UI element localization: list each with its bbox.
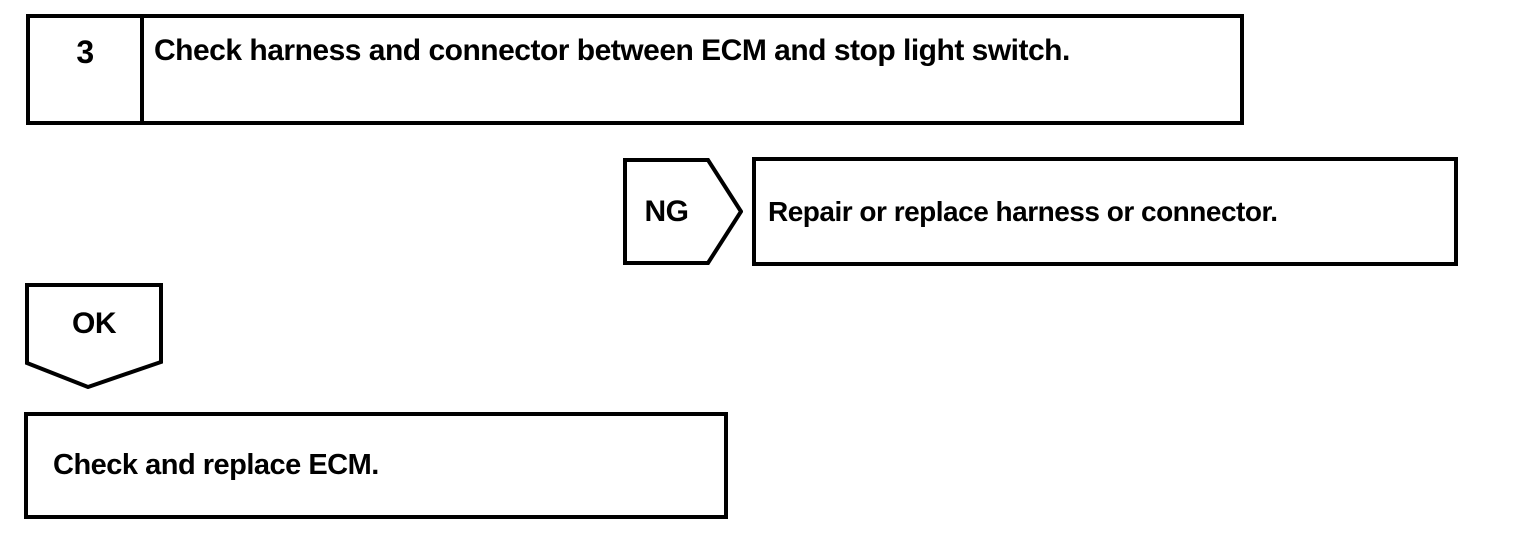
ng-label: NG [644, 194, 690, 228]
step-number: 3 [30, 18, 144, 121]
step-box: 3 Check harness and connector between EC… [26, 14, 1244, 125]
step-instruction: Check harness and connector between ECM … [154, 34, 1070, 67]
ng-action-text: Repair or replace harness or connector. [768, 195, 1278, 227]
ok-connector: OK [25, 283, 163, 389]
ok-label: OK [72, 307, 117, 340]
ng-arrow-pentagon-icon [623, 158, 743, 265]
ok-arrow-pentagon-icon [25, 283, 163, 389]
ng-connector: NG [623, 158, 743, 265]
ok-action-box: Check and replace ECM. [24, 412, 728, 519]
ng-action-box: Repair or replace harness or connector. [752, 157, 1458, 266]
ok-action-text: Check and replace ECM. [53, 449, 379, 481]
